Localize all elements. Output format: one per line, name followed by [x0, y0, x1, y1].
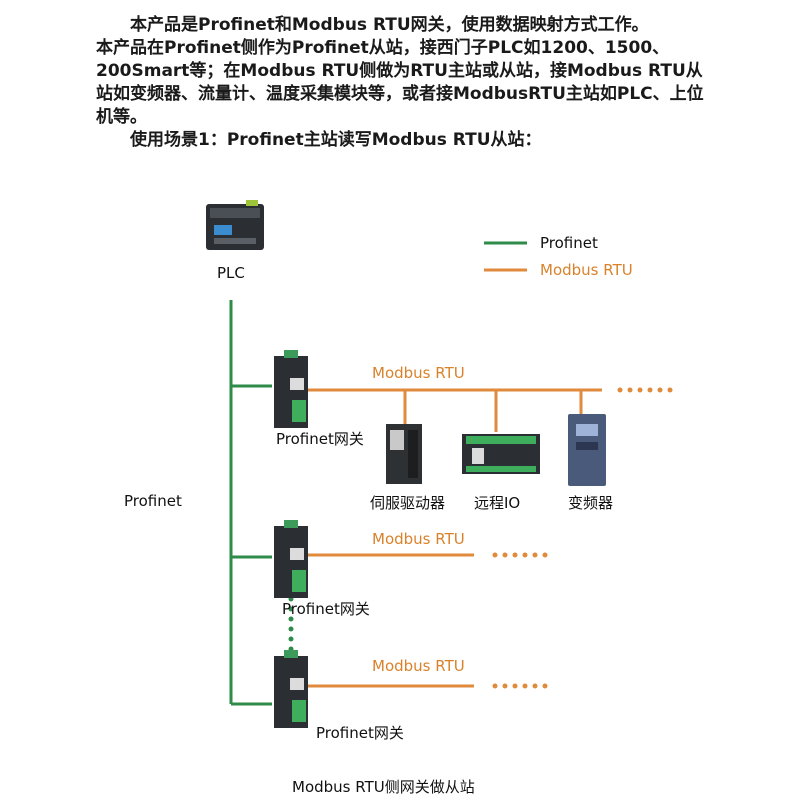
intro-text: 本产品是Profinet和Modbus RTU网关，使用数据映射方式工作。 本产… [96, 14, 716, 152]
intro-line-2: 本产品在Profinet侧作为Profinet从站，接西门子PLC如1200、1… [96, 38, 704, 127]
intro-line-1: 本产品是Profinet和Modbus RTU网关，使用数据映射方式工作。 [130, 15, 649, 35]
legend-profinet-label: Profinet [540, 234, 598, 252]
plc-label: PLC [217, 264, 245, 282]
gateway-label-1: Profinet网关 [276, 430, 364, 448]
servo-drive-device [386, 424, 422, 484]
inverter-label: 变频器 [568, 494, 614, 512]
profinet-bus-label: Profinet [124, 492, 182, 510]
gateway-device-1 [274, 350, 308, 428]
remote-io-label: 远程IO [474, 494, 521, 512]
gateway-device-2 [274, 520, 308, 598]
plc-device [206, 200, 264, 250]
modbus-continuation-dots-2 [492, 552, 548, 558]
modbus-rtu-label-3: Modbus RTU [372, 657, 465, 675]
inverter-device [568, 414, 606, 486]
servo-drive-label: 伺服驱动器 [370, 494, 446, 512]
gateway-label-2: Profinet网关 [282, 600, 370, 618]
remote-io-device [462, 434, 540, 474]
modbus-continuation-dots-3 [492, 683, 548, 689]
diagram-caption: Modbus RTU侧网关做从站 [292, 778, 475, 796]
modbus-rtu-label-2: Modbus RTU [372, 530, 465, 548]
modbus-continuation-dots-1 [617, 387, 673, 393]
modbus-rtu-label-1: Modbus RTU [372, 364, 465, 382]
gateway-label-3: Profinet网关 [316, 724, 404, 742]
legend-modbus-label: Modbus RTU [540, 261, 633, 279]
intro-line-3: 使用场景1：Profinet主站读写Modbus RTU从站： [130, 130, 542, 150]
gateway-device-3 [274, 650, 308, 728]
